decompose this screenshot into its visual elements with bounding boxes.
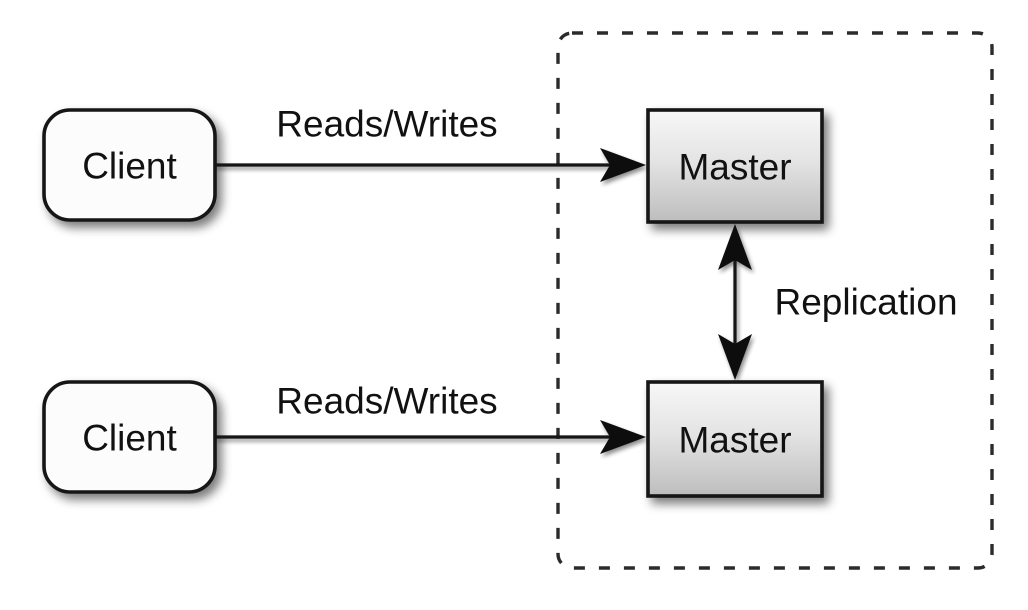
master-top-shape [646, 108, 824, 224]
arrowhead-icon [600, 420, 646, 454]
client-top-label: Client [82, 146, 177, 187]
arrowhead-up-icon [718, 224, 752, 270]
edge-reads-writes-bottom-label: Reads/Writes [276, 381, 497, 422]
edge-reads-writes-top [215, 148, 646, 182]
edge-reads-writes-top-label: Reads/Writes [276, 104, 497, 145]
master-bottom-shape [646, 380, 824, 498]
arrowhead-icon [600, 148, 646, 182]
master-top-label: Master [678, 147, 791, 188]
master-bottom-label: Master [678, 420, 791, 461]
node-master-top[interactable] [646, 108, 824, 224]
edge-replication-label: Replication [774, 282, 957, 323]
edge-reads-writes-bottom [215, 420, 646, 454]
replication-cluster-boundary [556, 31, 994, 570]
client-bottom-label: Client [82, 418, 177, 459]
arrowhead-down-icon [718, 334, 752, 380]
node-master-bottom[interactable] [646, 380, 824, 498]
edge-replication [718, 224, 752, 380]
